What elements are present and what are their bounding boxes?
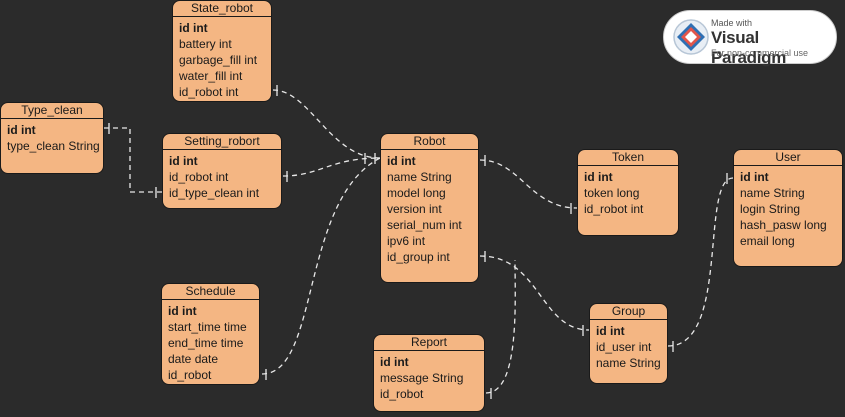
primary-key-field: id int bbox=[169, 154, 198, 168]
entity-field: login String bbox=[740, 202, 801, 216]
entity-title: Type_clean bbox=[1, 103, 103, 119]
entity-field: serial_num int bbox=[387, 218, 462, 232]
entity-title: User bbox=[734, 150, 842, 166]
entity-fields: id int start_time time end_time time date d… bbox=[162, 300, 259, 383]
primary-key-field: id int bbox=[7, 123, 36, 137]
entity-field: id_robot int bbox=[169, 170, 229, 184]
entity-field: id_robot bbox=[168, 368, 212, 382]
watermark-line1: Made with bbox=[711, 18, 753, 28]
primary-key-field: id int bbox=[740, 170, 769, 184]
watermark-brand: Visual Paradigm bbox=[711, 28, 787, 67]
entity-field: id_robot int bbox=[584, 202, 644, 216]
primary-key-field: id int bbox=[179, 21, 208, 35]
connector-group-user bbox=[667, 177, 734, 347]
primary-key-field: id int bbox=[584, 170, 613, 184]
watermark-line3: For non-commercial use bbox=[711, 48, 809, 58]
entity-field: message String bbox=[380, 371, 464, 385]
entity-field: id_robot int bbox=[179, 85, 239, 99]
entity-state-robot[interactable]: State_robot id int battery int garbage_fil… bbox=[172, 0, 272, 102]
visual-paradigm-watermark: Made with Visual Paradigm For non-commer… bbox=[663, 10, 837, 67]
primary-key-field: id int bbox=[387, 154, 416, 168]
entity-field: battery int bbox=[179, 37, 232, 51]
entity-title: Group bbox=[590, 304, 667, 320]
entity-field: id_robot bbox=[380, 387, 424, 401]
entity-field: start_time time bbox=[168, 320, 247, 334]
entity-user[interactable]: User id int name String login String hash_p… bbox=[733, 149, 843, 267]
entity-group[interactable]: Group id int id_user int name String bbox=[589, 303, 668, 384]
entity-schedule[interactable]: Schedule id int start_time time end_time t… bbox=[161, 283, 260, 385]
connector-type-clean-setting bbox=[104, 127, 162, 193]
connector-schedule-robot bbox=[261, 157, 381, 375]
entity-field: name String bbox=[740, 186, 805, 200]
entity-field: id_type_clean int bbox=[169, 186, 260, 200]
entity-field: id_user int bbox=[596, 340, 652, 354]
entity-fields: id int id_robot int id_type_clean int bbox=[163, 150, 281, 201]
entity-field: version int bbox=[387, 202, 442, 216]
entity-fields: id int token long id_robot int bbox=[578, 166, 678, 217]
entity-title: Setting_robort bbox=[163, 134, 281, 150]
entity-type-clean[interactable]: Type_clean id int type_clean String bbox=[0, 102, 104, 174]
entity-fields: id int battery int garbage_fill int water_f… bbox=[173, 17, 271, 100]
entity-title: Report bbox=[374, 335, 484, 351]
entity-report[interactable]: Report id int message String id_robot bbox=[373, 334, 485, 412]
primary-key-field: id int bbox=[380, 355, 409, 369]
entity-title: Token bbox=[578, 150, 678, 166]
entity-token[interactable]: Token id int token long id_robot int bbox=[577, 149, 679, 236]
entity-robot[interactable]: Robot id int name String model long version… bbox=[380, 133, 479, 283]
connector-robot-group bbox=[479, 255, 590, 331]
connector-robot-token bbox=[479, 159, 578, 209]
entity-field: garbage_fill int bbox=[179, 53, 258, 67]
entity-fields: id int name String login String hash_pasw l… bbox=[734, 166, 842, 249]
connector-report-robot bbox=[485, 259, 516, 394]
entity-title: Schedule bbox=[162, 284, 259, 300]
connector-state-robot-robot bbox=[272, 89, 381, 159]
entity-field: name String bbox=[387, 170, 452, 184]
entity-field: hash_pasw long bbox=[740, 218, 827, 232]
entity-fields: id int name String model long version int se… bbox=[381, 150, 478, 265]
entity-field: id_group int bbox=[387, 250, 450, 264]
entity-field: type_clean String bbox=[7, 139, 100, 153]
entity-field: token long bbox=[584, 186, 640, 200]
entity-title: Robot bbox=[381, 134, 478, 150]
entity-field: end_time time bbox=[168, 336, 244, 350]
entity-setting-robort[interactable]: Setting_robort id int id_robot int id_type… bbox=[162, 133, 282, 209]
entity-fields: id int type_clean String bbox=[1, 119, 103, 154]
entity-fields: id int message String id_robot bbox=[374, 351, 484, 402]
entity-field: water_fill int bbox=[179, 69, 243, 83]
primary-key-field: id int bbox=[168, 304, 197, 318]
entity-field: email long bbox=[740, 234, 795, 248]
entity-field: ipv6 int bbox=[387, 234, 426, 248]
entity-field: date date bbox=[168, 352, 219, 366]
entity-fields: id int id_user int name String bbox=[590, 320, 667, 371]
entity-field: model long bbox=[387, 186, 446, 200]
primary-key-field: id int bbox=[596, 324, 625, 338]
entity-field: name String bbox=[596, 356, 661, 370]
entity-title: State_robot bbox=[173, 1, 271, 17]
visual-paradigm-logo-icon bbox=[673, 19, 709, 55]
